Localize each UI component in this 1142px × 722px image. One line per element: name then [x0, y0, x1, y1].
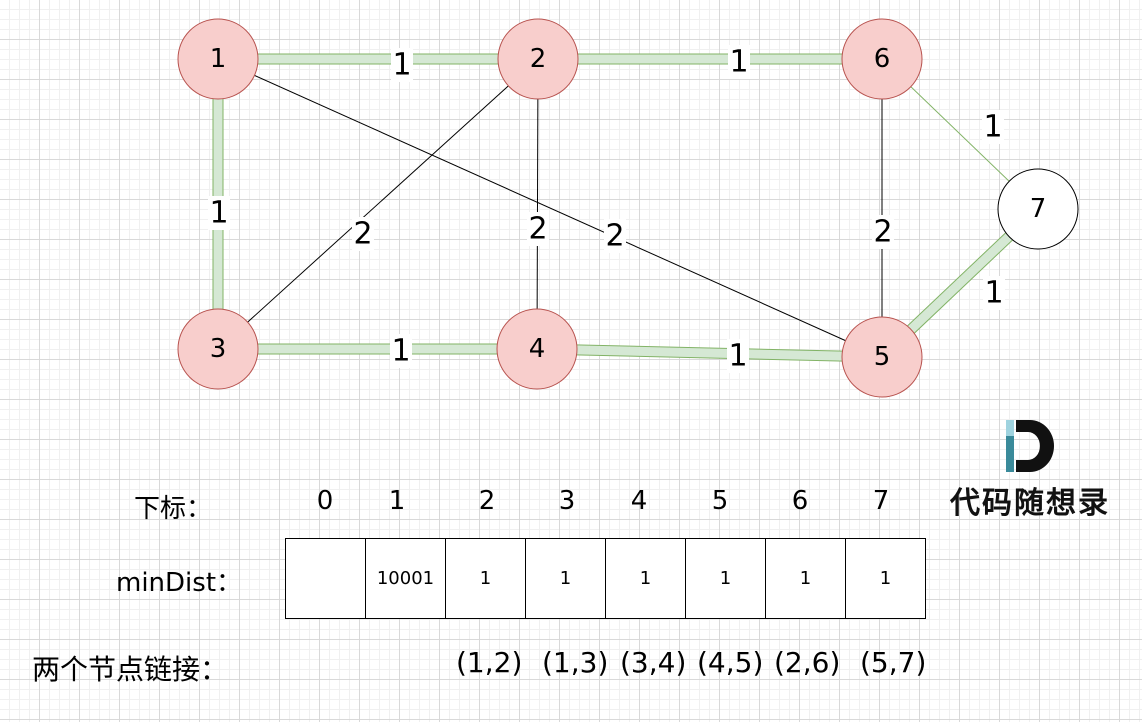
index-label-2: 2 [478, 486, 496, 516]
index-row-label: 下标： [134, 494, 213, 524]
node-5: 5 [841, 316, 923, 398]
node-3: 3 [177, 308, 259, 390]
edge-3-4: 1 [217, 334, 538, 369]
edge-1-5: 2 [217, 58, 883, 358]
mindist-row-label: minDist： [116, 568, 243, 598]
edge-weight-label: 1 [984, 276, 1003, 311]
mindist-cell-4: 1 [606, 538, 686, 619]
edge-weight-label: 2 [353, 217, 372, 252]
node-label: 1 [210, 44, 227, 74]
edges-layer: 1 1 1 1 1 1 1 2 2 2 2 [208, 45, 1043, 374]
link-pair: (4,5) [697, 646, 764, 679]
edge-weight-label: 1 [391, 334, 410, 369]
edge-weight-label: 1 [392, 48, 411, 83]
edge-weight-label: 1 [983, 110, 1002, 145]
link-pair: (2,6) [774, 646, 841, 679]
node-4: 4 [496, 308, 578, 390]
edge-weight-bg [391, 48, 413, 82]
logo-text: 代码随想录 [950, 486, 1110, 521]
edge-2-3: 2 [217, 58, 539, 350]
edge-weight-label: 1 [729, 45, 748, 80]
edge-weight-bg [352, 217, 374, 251]
edge-weight-bg [728, 45, 750, 79]
edge-1-3: 1 [208, 58, 230, 350]
mindist-cell-6: 1 [766, 538, 846, 619]
mindist-cell-0 [286, 538, 366, 619]
mindist-cell-3: 1 [526, 538, 606, 619]
edge-weight-bg [527, 212, 549, 246]
link-pair: (5,7) [860, 646, 927, 679]
edge-2-6: 1 [537, 45, 883, 80]
index-label-3: 3 [558, 486, 576, 516]
edge-6-5: 2 [872, 59, 894, 357]
index-label-5: 5 [711, 486, 729, 516]
link-pair: (3,4) [620, 646, 687, 679]
mindist-array: 10001 1 1 1 1 1 1 [285, 538, 926, 619]
edge-weight-bg [983, 276, 1005, 310]
edge-1-2: 1 [217, 48, 539, 83]
edge-weight-label: 2 [528, 212, 547, 247]
brand-logo: 代码随想录 [940, 418, 1120, 521]
mindist-cell-2: 1 [446, 538, 526, 619]
edge-weight-label: 1 [209, 196, 228, 231]
edge-4-5: 1 [536, 339, 883, 374]
edge-weight-label: 2 [873, 215, 892, 250]
logo-d-icon [1006, 420, 1054, 472]
index-label-6: 6 [791, 486, 809, 516]
node-6: 6 [841, 18, 923, 100]
index-label-7: 7 [872, 486, 890, 516]
graph-diagram: 1 1 1 1 1 1 1 2 2 2 2 1 2 6 7 3 4 5 [177, 18, 1079, 398]
edge-weight-bg [390, 334, 412, 368]
node-label: 4 [529, 334, 546, 364]
index-label-0: 0 [316, 486, 334, 516]
edge-weight-bg [604, 219, 626, 253]
link-pair: (1,3) [542, 646, 609, 679]
link-pair: (1,2) [456, 646, 523, 679]
node-label: 2 [530, 44, 547, 74]
edge-weight-bg [872, 215, 894, 249]
node-7: 7 [997, 168, 1079, 250]
edge-weight-label: 1 [728, 339, 747, 374]
edge-2-4: 2 [527, 58, 549, 350]
node-label: 6 [874, 44, 891, 74]
node-label: 7 [1030, 194, 1047, 224]
nodes-layer: 1 2 6 7 3 4 5 [177, 18, 1079, 398]
edge-weight-bg [982, 110, 1004, 144]
node-label: 5 [874, 342, 891, 372]
node-2: 2 [497, 18, 579, 100]
edge-weight-bg [727, 339, 749, 373]
index-label-4: 4 [630, 486, 648, 516]
mindist-cell-5: 1 [686, 538, 766, 619]
index-label-1: 1 [388, 486, 406, 516]
node-1: 1 [177, 18, 259, 100]
edge-weight-label: 2 [605, 219, 624, 254]
mindist-cell-1: 10001 [366, 538, 446, 619]
node-label: 3 [210, 334, 227, 364]
mindist-cell-7: 1 [846, 538, 926, 619]
edge-weight-bg [208, 196, 230, 230]
links-row-label: 两个节点链接： [32, 653, 229, 686]
